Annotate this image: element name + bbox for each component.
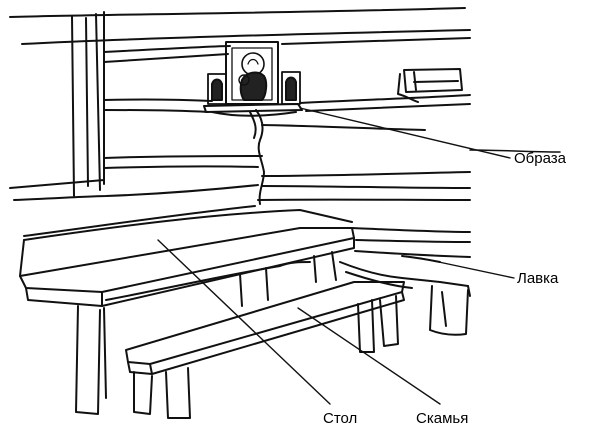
leader-obraza [299,107,511,159]
icon-right [281,71,301,105]
window-frame [71,11,105,197]
leader-lavka [419,257,515,279]
icon-left [207,73,227,105]
table [19,209,355,415]
corner-post [249,109,265,205]
log-wall [9,7,561,263]
label-stol: Стол [323,410,358,427]
front-bench [125,281,405,419]
label-obraza: Образа [514,150,566,167]
wall-bench [339,261,471,336]
icon-shelf [203,103,303,117]
label-skamya: Скамья [416,410,469,427]
small-window [397,68,463,103]
leader-lines [157,107,515,405]
leader-skamya [297,307,441,405]
label-lavka: Лавка [517,270,559,287]
icon-center [225,41,279,105]
leader-stol [157,239,331,405]
